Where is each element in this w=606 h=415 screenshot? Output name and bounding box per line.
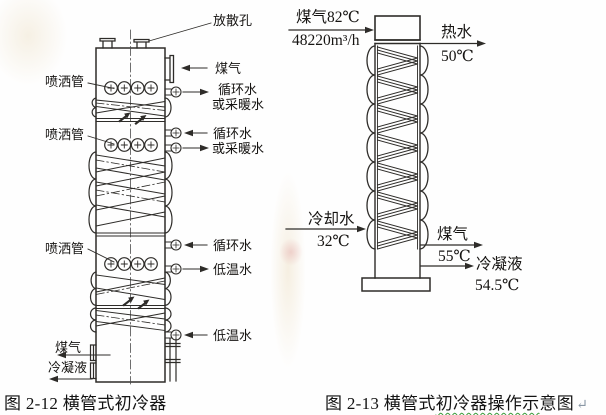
water-nozzles (164, 86, 182, 341)
vent-hole-stub (133, 38, 150, 49)
condensate-outlet-flange (89, 362, 97, 380)
figure-2-12-labels: 放散孔 煤气 循环水 或采暖水 循环水 或采暖水 循环水 低温水 低温水 喷洒管… (45, 13, 264, 375)
circulating-water-in-arrow-1 (184, 129, 208, 137)
cooling-water-in-arrow (285, 225, 366, 233)
low-temp-water-out-arrow (182, 265, 209, 273)
low-temp-water-in-label: 低温水 (213, 328, 252, 343)
figure-2-13-caption: 图 2-13 横管式初冷器操作示意图↵ (325, 389, 588, 414)
vent-hole-label: 放散孔 (213, 13, 252, 28)
circulating-water-out-arrow-1 (182, 88, 209, 96)
caption-text-spellcheck-underlined: 初冷器操作示 (435, 394, 540, 413)
figure-2-13-labels: 煤气82℃ 48220m³/h 热水 50℃ 冷却水 32℃ 煤气 55℃ 冷凝… (292, 8, 523, 294)
circulating-water-in-arrow-2 (184, 241, 208, 249)
circulating-water-label-2: 循环水 (213, 126, 252, 141)
stream-arrows (49, 64, 209, 383)
condensate-outlet-label: 冷凝液 (48, 360, 87, 375)
condensate-out-arrow (419, 262, 474, 270)
gas-out-arrow (419, 241, 483, 249)
gas-in-flowrate-label: 48220m³/h (292, 32, 360, 49)
condensate-label: 冷凝液 (476, 255, 523, 273)
coil-tubes (95, 99, 166, 332)
caption-text-prefix: 图 2-13 横管式 (325, 394, 436, 413)
spray-pipe-label-1: 喷洒管 (45, 74, 84, 89)
circulating-water-label-3: 循环水 (213, 238, 252, 253)
top-stub (99, 37, 116, 49)
liquid-seal-pipe (165, 338, 181, 382)
tube-sheet-dividers (95, 117, 166, 310)
figure-2-13-drawing: 煤气82℃ 48220m³/h 热水 50℃ 冷却水 32℃ 煤气 55℃ 冷凝… (285, 8, 523, 294)
condensate-outlet-arrow (49, 375, 93, 383)
gas-inlet-nozzle (164, 54, 175, 84)
vent-hole-leader (148, 22, 212, 42)
spray-pipe-label-3: 喷洒管 (45, 241, 84, 256)
figure-2-12-caption: 图 2-12 横管式初冷器 (4, 394, 167, 413)
coil-zigzag (376, 46, 419, 250)
vessel-shell (95, 29, 175, 385)
hot-water-temp-label: 50℃ (441, 48, 474, 65)
spray2-leader (87, 135, 115, 145)
figure-2-12-drawing: 放散孔 煤气 循环水 或采暖水 循环水 或采暖水 循环水 低温水 低温水 喷洒管… (45, 13, 264, 385)
bottom-outlets (89, 338, 181, 382)
hot-water-out-arrow (419, 40, 486, 47)
gas-in-arrow (288, 26, 374, 34)
circulating-water-label-1: 循环水 (218, 82, 257, 97)
condensate-temp-label: 54.5℃ (475, 277, 519, 294)
cooler-column (361, 15, 431, 292)
hot-water-label: 热水 (441, 23, 473, 41)
low-temp-water-in-arrow (184, 331, 208, 339)
low-temp-water-out-label: 低温水 (213, 262, 252, 277)
gas-outlet-flange (89, 344, 97, 362)
leader-lines (87, 22, 212, 263)
gas-inlet-label: 煤气 (215, 61, 241, 76)
or-heating-water-label-2: 或采暖水 (212, 141, 264, 156)
gas-out-temp-label: 55℃ (438, 248, 471, 265)
or-heating-water-label-1: 或采暖水 (212, 97, 264, 112)
caption-text-suffix: 意图 (539, 394, 575, 413)
gas-in-label: 煤气82℃ (296, 8, 360, 26)
gas-outlet-arrow (57, 351, 111, 359)
heating-water-out-arrow (182, 144, 209, 152)
cooling-water-temp-label: 32℃ (317, 233, 350, 250)
stream-arrows (285, 26, 486, 270)
coil-bumps-right (419, 45, 429, 250)
paragraph-mark-icon: ↵ (576, 398, 589, 413)
coil-bumps (88, 97, 173, 333)
spray3-leader (87, 248, 115, 263)
cooling-water-label: 冷却水 (308, 210, 355, 228)
gas-outlet-label: 煤气 (55, 340, 81, 355)
column-base (361, 277, 431, 292)
spray1-leader (87, 82, 115, 90)
gas-out-label: 煤气 (437, 225, 468, 243)
coil-bumps-left (366, 45, 376, 250)
gas-inlet-arrow (181, 64, 208, 72)
spray-pipe-label-2: 喷洒管 (45, 127, 84, 142)
